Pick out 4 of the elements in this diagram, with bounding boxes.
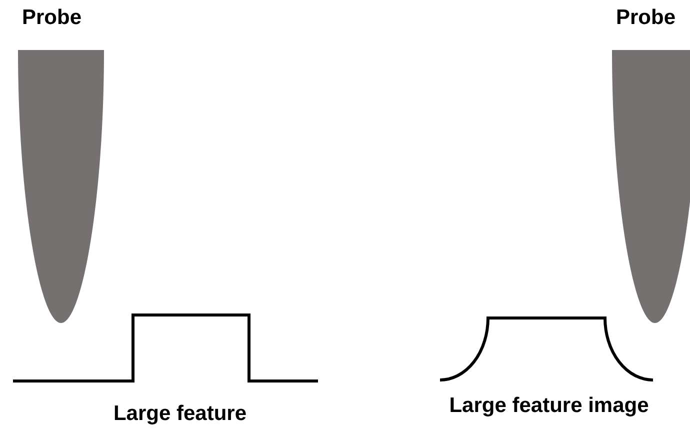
feature-label: Large feature image bbox=[449, 394, 649, 418]
probe-label: Probe bbox=[616, 6, 676, 30]
probe-label: Probe bbox=[22, 6, 82, 30]
feature-label: Large feature bbox=[113, 402, 247, 426]
